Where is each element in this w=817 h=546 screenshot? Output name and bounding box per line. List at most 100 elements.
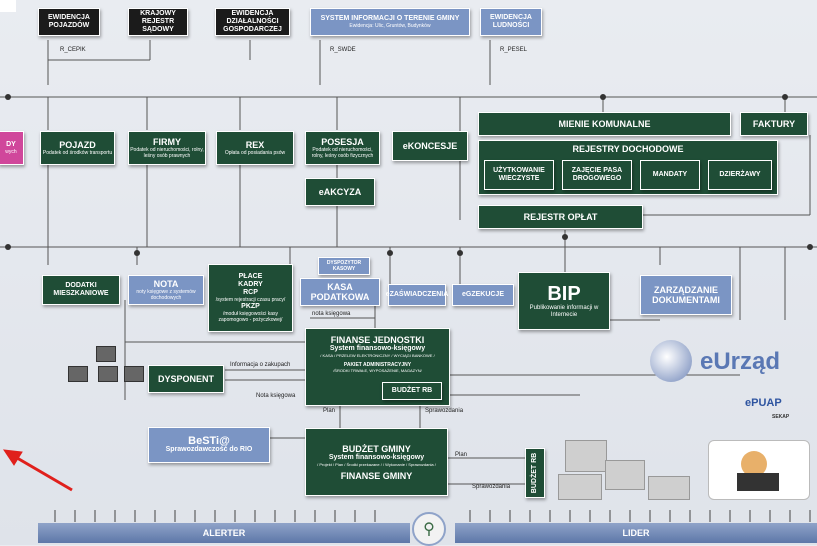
plan-right-label: Plan bbox=[455, 452, 468, 458]
rex-box[interactable]: REX Opłata od posiadania psów bbox=[216, 131, 294, 165]
rejestry-label: REJESTRY DOCHODOWE bbox=[572, 144, 684, 154]
r-cepik-label: R_CEPIK bbox=[60, 47, 86, 53]
pink-title: DY bbox=[6, 141, 16, 148]
globe-icon bbox=[650, 340, 692, 382]
nota-ksiegowa-dysponent-label: Nota księgowa bbox=[256, 393, 296, 399]
computer-icon bbox=[96, 346, 116, 362]
sit-sub: Ewidencja: Ulic, Gruntów, Budynków bbox=[349, 23, 431, 29]
egzekucje-label: eGZEKUCJE bbox=[461, 291, 504, 298]
budzet-rb-side-box[interactable]: BUDŻET RB bbox=[525, 448, 545, 498]
kasa-label: KASA PODATKOWA bbox=[310, 282, 370, 302]
uzytkowanie-box[interactable]: UŻYTKOWANIE WIECZYSTE bbox=[484, 160, 554, 190]
egzekucje-box[interactable]: eGZEKUCJE bbox=[452, 284, 514, 306]
mandaty-box[interactable]: MANDATY bbox=[640, 160, 700, 190]
bip-title: BIP bbox=[547, 283, 581, 305]
lider-bar[interactable]: LIDER bbox=[455, 523, 817, 543]
rejestr-oplat-label: REJESTR OPŁAT bbox=[523, 212, 598, 222]
r-pesel-label: R_PESEL bbox=[500, 47, 528, 53]
pojazd-sub: Podatek od środków transportu bbox=[42, 150, 113, 156]
mandaty-label: MANDATY bbox=[652, 171, 688, 178]
dodatki-box[interactable]: DODATKI MIESZKANIOWE bbox=[42, 275, 120, 305]
rcp-label: RCP bbox=[243, 289, 258, 296]
budzet-rb-small-box[interactable]: BUDŻET RB bbox=[382, 382, 442, 400]
laptop-icon bbox=[737, 473, 779, 491]
pkzp-label: PKZP bbox=[241, 303, 260, 310]
rejestr-oplat-box[interactable]: REJESTR OPŁAT bbox=[478, 205, 643, 229]
dyspozytor-label: DYSPOZYTOR KASOWY bbox=[326, 260, 362, 272]
besti-box[interactable]: BeSTi@ Sprawozdawczość do RIO bbox=[148, 427, 270, 463]
rcp-sub: /system rejestracji czasu pracy/ bbox=[215, 297, 286, 303]
building-icon bbox=[648, 476, 690, 500]
dzierzawy-box[interactable]: DZIERŻAWY bbox=[708, 160, 772, 190]
user-photo bbox=[708, 440, 810, 500]
sprawozdania-label: Sprawozdania bbox=[425, 408, 464, 414]
finanse-gminy-label: FINANSE GMINY bbox=[340, 470, 413, 481]
faktury-box[interactable]: FAKTURY bbox=[740, 112, 808, 136]
pojazd-title: POJAZD bbox=[59, 140, 96, 150]
computer-icon bbox=[68, 366, 88, 382]
ewidencja-ludnosci-label: EWIDENCJA LUDNOŚCI bbox=[489, 14, 532, 29]
nota-box[interactable]: NOTA noty księgowe z systemów dochodowyc… bbox=[128, 275, 204, 305]
eakcyza-box[interactable]: eAKCYZA bbox=[305, 178, 375, 206]
uzytkowanie-label: UŻYTKOWANIE WIECZYSTE bbox=[493, 167, 545, 182]
ceidg-box[interactable]: EWIDENCJA DZIAŁALNOŚCI GOSPODARCZEJ bbox=[215, 8, 290, 36]
ezaswiadczenia-label: eZAŚWIADCZENIA bbox=[385, 291, 449, 298]
finanse-jednostki-title: FINANSE JEDNOSTKI bbox=[330, 335, 425, 345]
pink-box[interactable]: DY wych bbox=[0, 131, 24, 165]
budzet-gminy-title: BUDŻET GMINY bbox=[342, 443, 411, 454]
ewidencja-ludnosci-box[interactable]: EWIDENCJA LUDNOŚCI bbox=[480, 8, 542, 36]
posesja-title: POSESJA bbox=[321, 137, 364, 147]
mienie-box[interactable]: MIENIE KOMUNALNE bbox=[478, 112, 731, 136]
pakiet-sub: /ŚRODKI TRWAŁE, WYPOSAŻENIE, MAGAZYN/ bbox=[333, 368, 422, 373]
place-label: PŁACE bbox=[238, 273, 263, 280]
computer-icon bbox=[124, 366, 144, 382]
zajecie-label: ZAJĘCIE PASA DROGOWEGO bbox=[571, 167, 623, 182]
kadry-label: KADRY bbox=[238, 281, 263, 288]
ezaswiadczenia-box[interactable]: eZAŚWIADCZENIA bbox=[385, 284, 449, 306]
kasa-box[interactable]: KASA PODATKOWA bbox=[300, 278, 380, 306]
ewidencja-pojazdow-label: EWIDENCJA POJAZDÓW bbox=[47, 14, 90, 29]
dysponent-box[interactable]: DYSPONENT bbox=[148, 365, 224, 393]
rex-title: REX bbox=[245, 140, 265, 150]
krs-box[interactable]: KRAJOWY REJESTR SĄDOWY bbox=[128, 8, 188, 36]
posesja-sub: Podatek od nieruchomości, rolny, leśny o… bbox=[311, 147, 374, 159]
faktury-label: FAKTURY bbox=[752, 119, 796, 129]
sekap-label: SEKAP bbox=[772, 414, 790, 420]
alerter-bar[interactable]: ALERTER bbox=[38, 523, 410, 543]
computer-icon bbox=[98, 366, 118, 382]
nota-sub: noty księgowe z systemów dochodowych bbox=[136, 289, 196, 301]
mienie-label: MIENIE KOMUNALNE bbox=[558, 119, 651, 129]
ekoncesje-box[interactable]: eKONCESJE bbox=[392, 131, 468, 161]
red-arrow-icon bbox=[2, 449, 73, 492]
bip-sub: Publikowanie informacji w Internecie bbox=[529, 305, 599, 318]
finanse-jednostki-sub: System finansowo-księgowy bbox=[329, 345, 426, 352]
pink-sub: wych bbox=[5, 149, 17, 155]
building-icon bbox=[558, 474, 602, 500]
ewidencja-pojazdow-box[interactable]: EWIDENCJA POJAZDÓW bbox=[38, 8, 100, 36]
corner-blank bbox=[0, 0, 16, 12]
ceidg-label: EWIDENCJA DZIAŁALNOŚCI GOSPODARCZEJ bbox=[223, 10, 282, 33]
place-box[interactable]: PŁACE KADRY RCP /system rejestracji czas… bbox=[208, 264, 293, 332]
dysponent-label: DYSPONENT bbox=[157, 374, 214, 384]
search-icon[interactable]: ⚲ bbox=[412, 512, 446, 546]
krs-label: KRAJOWY REJESTR SĄDOWY bbox=[140, 10, 176, 33]
pakiet-label: PAKIET ADMINISTRACYJNY bbox=[343, 362, 412, 368]
building-icon bbox=[565, 440, 607, 472]
dyspozytor-box[interactable]: DYSPOZYTOR KASOWY bbox=[318, 257, 370, 275]
zajecie-box[interactable]: ZAJĘCIE PASA DROGOWEGO bbox=[562, 160, 632, 190]
alerter-label: ALERTER bbox=[202, 528, 246, 538]
posesja-box[interactable]: POSESJA Podatek od nieruchomości, rolny,… bbox=[305, 131, 380, 165]
besti-title: BeSTi@ bbox=[188, 435, 230, 447]
zarzadzanie-box[interactable]: ZARZĄDZANIE DOKUMENTAMI bbox=[640, 275, 732, 315]
bip-box[interactable]: BIP Publikowanie informacji w Internecie bbox=[518, 272, 610, 330]
firmy-title: FIRMY bbox=[153, 137, 181, 147]
budzet-gminy-sub: System finansowo-księgowy bbox=[328, 453, 425, 461]
budzet-gminy-sub2: / Projekt / Plan / Środki przekazane / /… bbox=[317, 461, 436, 467]
firmy-box[interactable]: FIRMY Podatek od nieruchomości, rolny, l… bbox=[128, 131, 206, 165]
firmy-sub: Podatek od nieruchomości, rolny, leśny o… bbox=[130, 147, 204, 159]
sit-box[interactable]: SYSTEM INFORMACJI O TERENIE GMINY Ewiden… bbox=[310, 8, 470, 36]
pkzp-sub: /moduł księgowości kasy zapomogowo - poż… bbox=[218, 311, 283, 323]
budzet-gminy-box[interactable]: BUDŻET GMINY System finansowo-księgowy /… bbox=[305, 428, 448, 496]
pojazd-box[interactable]: POJAZD Podatek od środków transportu bbox=[40, 131, 115, 165]
budzet-rb-small-label: BUDŻET RB bbox=[391, 387, 433, 394]
